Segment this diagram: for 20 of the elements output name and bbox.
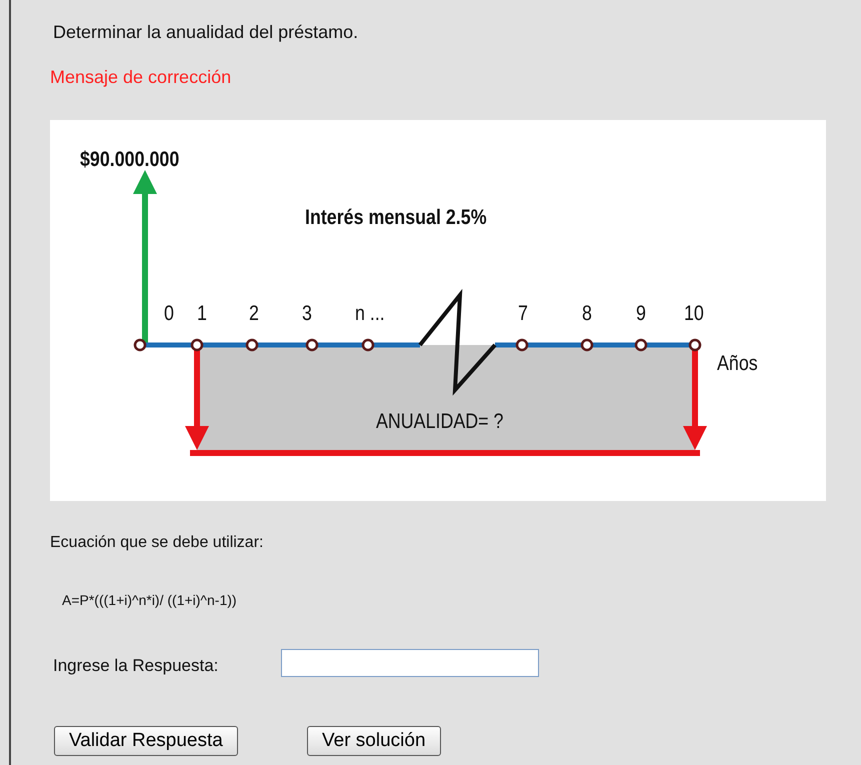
tick-label: 8 [582,302,592,326]
tick-label: 10 [684,302,704,326]
amount-label: $90.000.000 [80,148,180,172]
instruction-text: Ecuación que se debe utilizar: [50,534,264,552]
tick-label: 9 [636,302,646,326]
tick-label: 1 [197,302,207,326]
solution-button: Ver solución [307,726,441,756]
axis-label: Años [717,352,758,376]
answer-prompt: Ingrese la Respuesta: [53,656,218,676]
tick-label: n ... [355,302,385,326]
tick-label: 0 [164,302,174,326]
tick-label: 2 [249,302,259,326]
annuity-label: ANUALIDAD= ? [376,410,504,434]
formula-text: A=P*(((1+i)^n*i)/ ((1+i)^n-1)) [62,592,237,608]
tick-label: 3 [302,302,312,326]
correction-message: Mensaje de corrección [50,67,232,88]
tick-label: 7 [518,302,528,326]
interest-label: Interés mensual 2.5% [305,206,487,230]
validate-button: Validar Respuesta [54,726,238,756]
question-text: Determinar la anualidad del préstamo. [53,22,358,43]
